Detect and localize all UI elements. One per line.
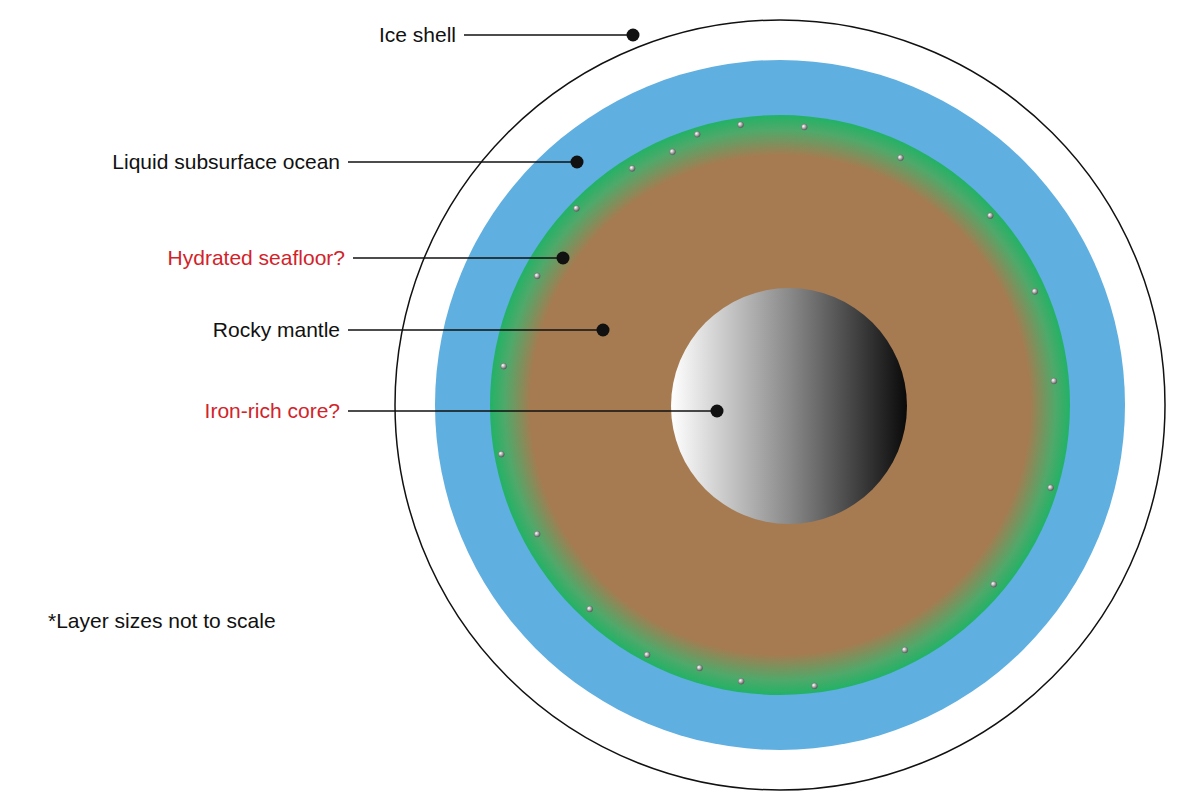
iron-core — [671, 288, 907, 524]
seafloor-dot — [501, 363, 507, 369]
ice-shell — [395, 20, 1165, 790]
layer-label: Hydrated seafloor? — [168, 246, 345, 270]
seafloor-dot — [573, 205, 579, 211]
leader-dot — [711, 405, 724, 418]
seafloor-dot — [811, 683, 817, 689]
leader-lines — [348, 29, 724, 418]
seafloor-dot — [1032, 289, 1038, 295]
seafloor-dot — [587, 606, 593, 612]
layer-label: Rocky mantle — [213, 318, 340, 342]
seafloor-dot — [629, 165, 635, 171]
seafloor-dot — [670, 149, 676, 155]
seafloor-dot — [991, 581, 997, 587]
seafloor-dot — [902, 647, 908, 653]
leader-line — [464, 34, 633, 35]
seafloor-dot — [697, 665, 703, 671]
leader-line — [353, 257, 563, 258]
seafloor-dot — [644, 652, 650, 658]
seafloor-dots — [498, 122, 1057, 689]
leader-dot — [557, 252, 570, 265]
seafloor-dot — [738, 122, 744, 128]
rocky-mantle — [490, 115, 1070, 695]
seafloor-dot — [801, 124, 807, 130]
leader-dot — [571, 156, 584, 169]
seafloor-dot — [1048, 485, 1054, 491]
leader-dot — [597, 324, 610, 337]
seafloor-dot — [498, 451, 504, 457]
seafloor-dot — [1051, 378, 1057, 384]
seafloor-dot — [738, 678, 744, 684]
seafloor-dot — [694, 131, 700, 137]
leader-line — [348, 161, 577, 162]
layer-label: Liquid subsurface ocean — [112, 150, 340, 174]
seafloor-dot — [898, 155, 904, 161]
seafloor-dot — [987, 213, 993, 219]
leader-line — [348, 329, 603, 330]
leader-dot — [627, 29, 640, 42]
layer-label: Iron-rich core? — [205, 399, 340, 423]
seafloor-dot — [534, 273, 540, 279]
leader-line — [348, 410, 717, 411]
seafloor-dot — [534, 531, 540, 537]
footnote: *Layer sizes not to scale — [48, 609, 276, 633]
layer-label: Ice shell — [379, 23, 456, 47]
subsurface-ocean — [435, 60, 1125, 750]
